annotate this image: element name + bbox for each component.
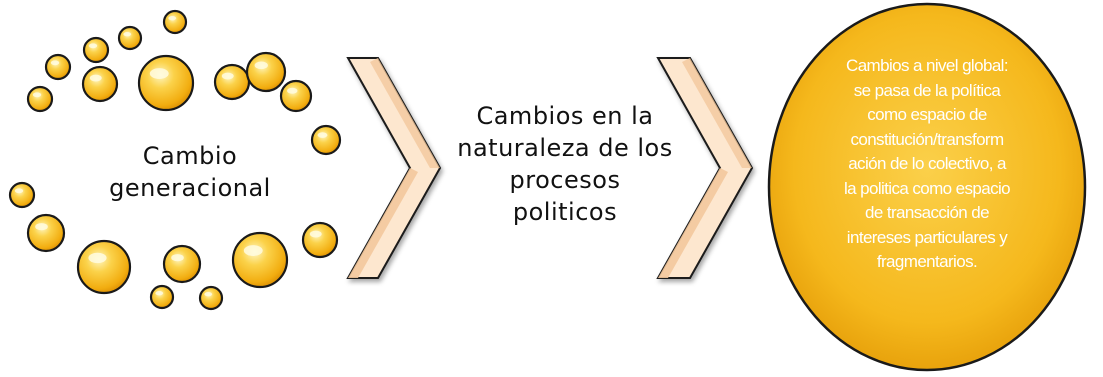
bubble-highlight <box>221 72 234 80</box>
chevron-right-icon <box>656 57 754 279</box>
circle-text-line: fragmentarios. <box>876 252 978 271</box>
circle-text-line: se pasa de la política <box>853 80 1001 100</box>
result-circle <box>767 2 1087 372</box>
bubble-icon <box>149 284 175 310</box>
bubble-highlight <box>14 188 24 194</box>
bubble-icon <box>137 54 195 112</box>
bubble-highlight <box>32 92 42 98</box>
circle-text-line: la politica como espacio <box>843 178 1011 198</box>
bubble-icon <box>26 85 54 113</box>
bubble-highlight <box>204 291 213 297</box>
bubble-highlight <box>168 15 177 21</box>
bubble-highlight <box>89 74 102 82</box>
bubble-icon <box>245 51 287 93</box>
bubble-highlight <box>149 68 169 79</box>
circle-text-line: Cambios a nivel global: <box>846 56 1009 75</box>
bubble-highlight <box>243 245 263 256</box>
bubble-highlight <box>171 254 184 262</box>
bubble-icon <box>44 53 72 81</box>
bubble-icon <box>279 79 313 113</box>
bubble-icon <box>82 36 110 64</box>
bubble-highlight <box>123 31 132 37</box>
circle-text-line: constitución/transform <box>850 129 1004 149</box>
bubble-highlight <box>88 252 107 264</box>
circle-text-line: ación de lo colectivo, a <box>848 154 1006 173</box>
bubble-icon <box>198 285 224 311</box>
bubble-icon <box>26 213 66 253</box>
bubble-highlight <box>317 132 328 138</box>
step-political-processes-label: Cambios en la naturaleza de los procesos… <box>457 102 673 226</box>
bubble-icon <box>310 124 342 156</box>
bubble-highlight <box>50 60 60 66</box>
bubble-highlight <box>155 290 164 296</box>
bubble-icon <box>8 181 36 209</box>
step-generational-change-label: Cambio generacional <box>109 142 271 202</box>
chevron-right-icon <box>346 57 442 279</box>
bubble-icon <box>76 239 132 295</box>
bubble-highlight <box>35 223 48 231</box>
circle-text-line: como espacio de <box>867 105 987 124</box>
bubble-highlight <box>309 230 322 238</box>
circle-text-line: intereses particulares y <box>846 227 1008 247</box>
circle-text-line: de transacción de <box>865 203 990 222</box>
bubble-highlight <box>254 61 268 70</box>
step-global-change-label: Cambios a nivel global: se pasa de la po… <box>808 54 1046 275</box>
bubble-icon <box>117 25 143 51</box>
bubble-icon <box>231 231 289 289</box>
bubble-icon <box>213 63 251 101</box>
bubble-icon <box>162 244 202 284</box>
bubble-icon <box>301 221 339 259</box>
bubble-cluster-icon <box>8 9 342 311</box>
bubble-highlight <box>287 87 298 94</box>
bubble-icon <box>81 65 119 103</box>
bubble-highlight <box>88 43 98 49</box>
bubble-icon <box>162 9 188 35</box>
